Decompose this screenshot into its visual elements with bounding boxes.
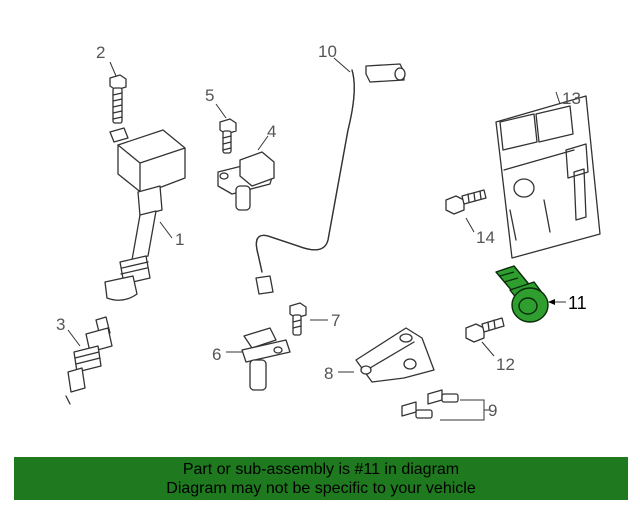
leader-5 xyxy=(215,103,227,119)
part-12-bolt[interactable] xyxy=(465,317,505,343)
part-7-bolt[interactable] xyxy=(289,302,307,336)
callout-14: 14 xyxy=(476,228,495,247)
callout-9: 9 xyxy=(488,401,497,420)
leader-1 xyxy=(159,221,173,239)
callout-13: 13 xyxy=(562,89,581,108)
callout-12: 12 xyxy=(496,355,515,374)
callout-11: 11 xyxy=(568,293,587,313)
part-6-sensor[interactable] xyxy=(241,327,291,391)
leader-12 xyxy=(481,341,495,357)
leader-13 xyxy=(555,91,561,105)
part-2-bolt[interactable] xyxy=(109,74,127,124)
callout-4: 4 xyxy=(267,122,276,141)
banner-line-1: Part or sub-assembly is #11 in diagram xyxy=(182,461,460,478)
leader-14 xyxy=(465,217,475,233)
leader-9 xyxy=(440,399,490,421)
callout-2: 2 xyxy=(96,43,105,62)
leader-2 xyxy=(109,61,117,77)
part-1-ignition-coil[interactable] xyxy=(104,127,186,301)
leader-3 xyxy=(67,329,81,347)
banner-line-2: Diagram may not be specific to your vehi… xyxy=(166,480,476,497)
part-14-bolt[interactable] xyxy=(445,189,487,215)
callout-6: 6 xyxy=(212,345,221,364)
part-10-tube[interactable] xyxy=(255,63,406,295)
disclaimer-banner: Part or sub-assembly is #11 in diagram D… xyxy=(14,457,628,500)
callout-8: 8 xyxy=(324,364,333,383)
part-3-spark-plug[interactable] xyxy=(65,316,113,405)
callout-5: 5 xyxy=(205,86,214,105)
part-9-bolts[interactable] xyxy=(401,389,459,419)
part-13-ecu[interactable] xyxy=(495,95,601,259)
callout-7: 7 xyxy=(331,311,340,330)
part-8-bracket[interactable] xyxy=(355,327,435,383)
leader-11-arrowhead xyxy=(548,299,555,305)
part-11-knock-sensor[interactable] xyxy=(495,265,549,323)
leader-4 xyxy=(257,135,269,151)
callout-10: 10 xyxy=(318,42,337,61)
part-4-sensor[interactable] xyxy=(217,151,275,211)
part-5-bolt[interactable] xyxy=(219,118,237,154)
leader-10 xyxy=(333,57,351,73)
parts-diagram: 2 1 3 5 4 xyxy=(56,42,601,421)
callout-3: 3 xyxy=(56,315,65,334)
callout-1: 1 xyxy=(175,230,184,249)
